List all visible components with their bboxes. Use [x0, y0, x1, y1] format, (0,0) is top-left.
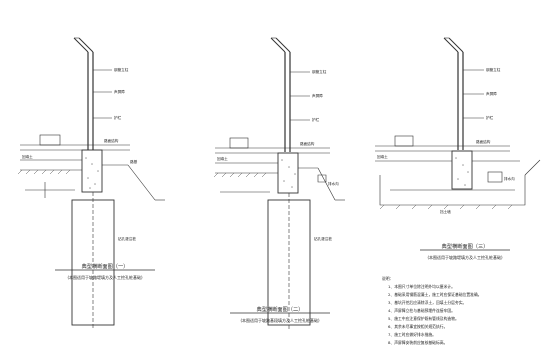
note-line: 8、声屏障安装前应复核基础标高。 — [388, 340, 447, 345]
s3-label-6: 回填土 — [377, 154, 388, 159]
s2-label-4: 排水沟 — [328, 181, 339, 186]
s3-label-5: 挡土墙 — [440, 209, 451, 214]
section-2-drawing — [215, 37, 345, 330]
notes-block: 说明： 1、本图尺寸单位除注明外均以厘米计。 2、基础采用钢筋混凝土，施工时应保… — [382, 276, 482, 345]
note-line: 3、基坑开挖后应清除浮土，回填土分层夯实。 — [388, 300, 466, 305]
s3-label-2: 护栏 — [486, 115, 494, 120]
s1-label-5: 钻孔灌注桩 — [118, 236, 136, 241]
s3-label-4: 排水沟 — [504, 176, 515, 181]
notes-heading: 说明： — [382, 276, 393, 281]
section-3-subtitle: (本图适用于坡路堤填方及人工挖孔桩基础) — [427, 254, 503, 260]
section-2-title: 典型横断面图（二） — [257, 305, 304, 313]
s1-label-1: 声屏障 — [114, 89, 125, 94]
note-line: 1、本图尺寸单位除注明外均以厘米计。 — [388, 284, 455, 289]
s2-label-2: 护栏 — [312, 117, 320, 122]
note-line: 4、声屏障立柱与基础预埋件连接牢固。 — [388, 308, 455, 313]
s1-label-2: 护栏 — [114, 115, 122, 120]
section-1-title: 典型横断面图（一） — [82, 262, 129, 270]
s2-label-5: 钻孔灌注桩 — [314, 236, 332, 241]
section-1-drawing — [20, 37, 165, 330]
s1-label-3: 路面结构 — [104, 138, 119, 143]
note-line: 2、基础采用钢筋混凝土，施工时应保证基础位置准确。 — [388, 292, 482, 297]
section-1-subtitle: (本图适用于坡路堤填方及人工挖孔桩基础) — [67, 274, 143, 280]
s2-label-0: 钢管立柱 — [312, 69, 327, 74]
note-line: 5、施工中应注意保护既有管线及构造物。 — [388, 316, 459, 321]
s1-label-6: 回填土 — [22, 154, 33, 159]
s3-label-3: 路面结构 — [476, 139, 491, 144]
s2-label-3: 路面结构 — [300, 141, 315, 146]
note-line: 6、其余未尽事宜按相关规范执行。 — [388, 324, 447, 329]
note-line: 7、施工时应做好排水措施。 — [388, 332, 436, 337]
section-2-subtitle: (本图适用于坡路基段填方及人工挖孔桩基础) — [240, 317, 320, 323]
section-3-drawing — [375, 37, 541, 206]
s2-label-1: 声屏障 — [312, 93, 323, 98]
s1-label-4: 路基 — [130, 159, 138, 164]
s2-label-6: 回填土 — [217, 156, 228, 161]
s3-label-0: 钢管立柱 — [486, 67, 501, 72]
s1-label-0: 钢管立柱 — [114, 67, 129, 72]
s3-label-1: 声屏障 — [486, 91, 497, 96]
section-3-title: 典型横断面图（三） — [442, 242, 489, 250]
